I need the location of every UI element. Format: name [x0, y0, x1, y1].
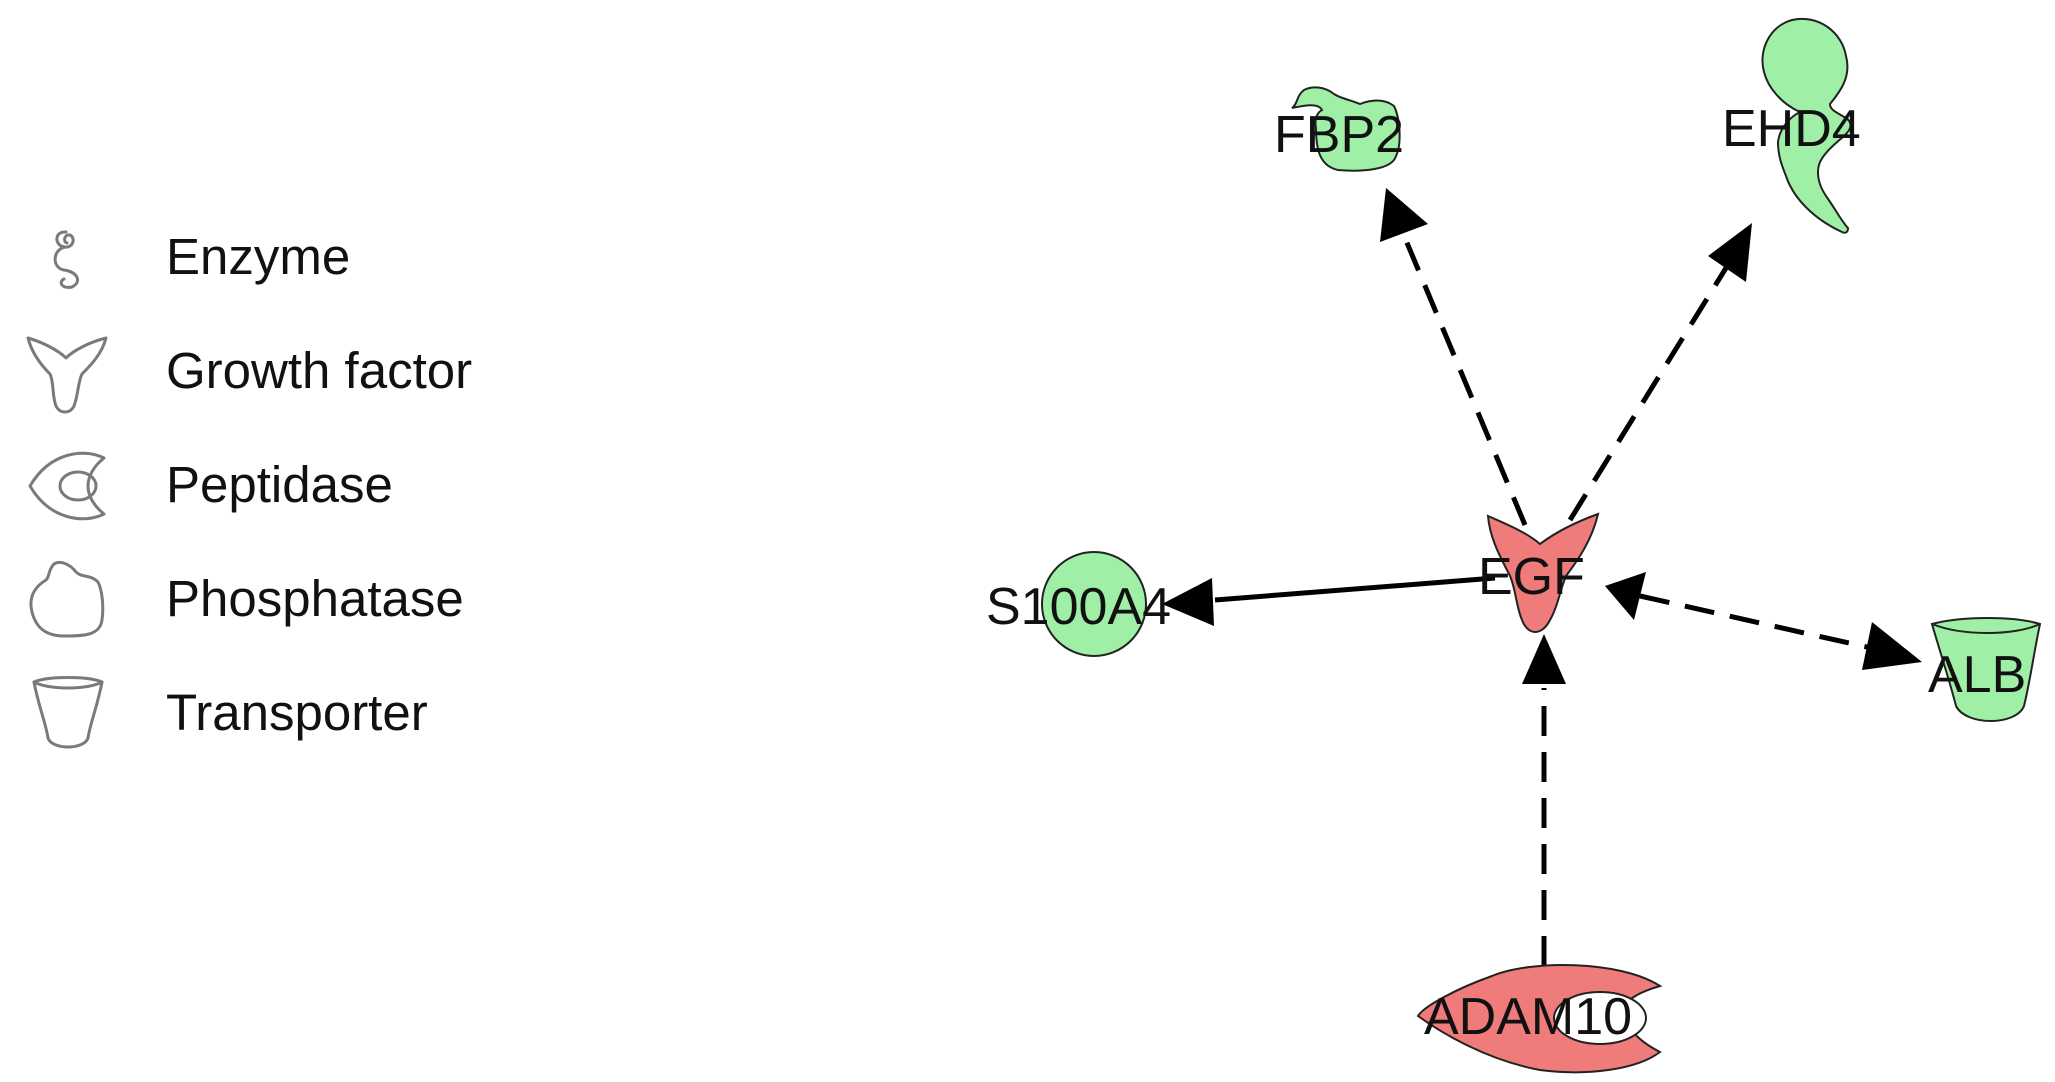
node-adam10[interactable]: ADAM10 — [1416, 964, 1663, 1074]
phosphatase-icon — [29, 560, 105, 638]
legend-label-phosphatase: Phosphatase — [166, 570, 464, 627]
growth-factor-icon — [26, 336, 108, 414]
transporter-icon — [32, 676, 104, 749]
legend-label-peptidase: Peptidase — [166, 456, 393, 513]
node-alb[interactable]: ALB — [1928, 617, 2042, 722]
edge-adam10-to-egf — [1522, 634, 1566, 966]
legend-label-growth-factor: Growth factor — [166, 342, 472, 399]
legend-item-growth-factor: Growth factor — [26, 336, 472, 414]
legend-item-enzyme: Enzyme — [53, 228, 350, 289]
edge-egf-to-s100a4 — [1162, 575, 1496, 626]
growth-factor-node-icon — [1486, 512, 1600, 633]
legend-item-transporter: Transporter — [32, 676, 428, 749]
edge-egf-alb — [1605, 572, 1922, 670]
node-label-egf: EGF — [1478, 548, 1585, 606]
node-s100a4[interactable]: S100A4 — [986, 551, 1171, 657]
node-fbp2[interactable]: FBP2 — [1274, 86, 1404, 172]
legend-item-phosphatase: Phosphatase — [29, 560, 464, 638]
transporter-node-icon — [1930, 617, 2042, 722]
legend: Enzyme Growth factor Peptidase Phosphata… — [26, 228, 472, 749]
node-label-adam10: ADAM10 — [1424, 988, 1632, 1046]
legend-item-peptidase: Peptidase — [28, 451, 393, 521]
other-node-icon — [1041, 551, 1147, 657]
peptidase-node-hole — [1553, 991, 1647, 1045]
edges — [1162, 188, 1922, 966]
node-label-ehd4: EHD4 — [1722, 100, 1861, 158]
node-ehd4[interactable]: EHD4 — [1722, 17, 1861, 234]
nodes: FBP2 EHD4 S100A4 ALB EGF — [986, 17, 2042, 1074]
transporter-node-rim — [1931, 623, 2041, 634]
enzyme-node-icon — [1761, 17, 1852, 234]
edge-egf-to-ehd4 — [1567, 223, 1752, 522]
network: FBP2 EHD4 S100A4 ALB EGF — [986, 17, 2042, 1074]
enzyme-icon — [53, 230, 80, 289]
node-label-alb: ALB — [1928, 646, 2026, 704]
legend-label-transporter: Transporter — [166, 684, 428, 741]
node-egf[interactable]: EGF — [1478, 512, 1600, 633]
edge-egf-to-fbp2 — [1380, 188, 1528, 526]
peptidase-icon — [28, 451, 106, 521]
phosphatase-node-icon — [1291, 86, 1401, 172]
node-label-s100a4: S100A4 — [986, 578, 1171, 636]
legend-label-enzyme: Enzyme — [166, 228, 350, 285]
node-label-fbp2: FBP2 — [1274, 106, 1404, 164]
